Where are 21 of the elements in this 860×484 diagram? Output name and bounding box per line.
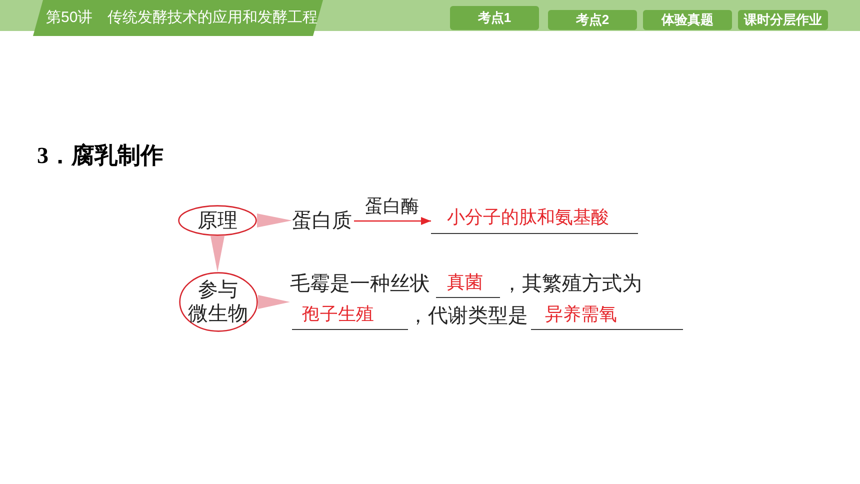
fill-in-line: 小分子的肽和氨基酸 <box>431 204 638 234</box>
arrow <box>354 217 431 225</box>
tab: 考点2 <box>548 10 637 30</box>
fill-in-line: 异养需氧 <box>531 302 683 330</box>
sentence-text: 毛霉是一种丝状 <box>290 272 430 297</box>
fill-in-line: 孢子生殖 <box>292 302 408 330</box>
wedge-connector <box>210 236 224 272</box>
tab: 考点1 <box>450 6 539 30</box>
ellipse-node: 原理 <box>178 205 257 236</box>
heading: 3．腐乳制作 <box>37 142 164 170</box>
tab: 课时分层作业 <box>738 10 828 30</box>
sentence-text: ，其繁殖方式为 <box>502 272 642 297</box>
term-text: 蛋白质 <box>292 207 354 235</box>
fill-in-line: 真菌 <box>436 270 500 298</box>
sentence-text: ，代谢类型是 <box>408 304 528 329</box>
wedge-connector <box>258 295 290 309</box>
ellipse-node: 参与微生物 <box>179 272 258 332</box>
tab: 体验真题 <box>643 10 732 30</box>
title-banner: 第50讲 传统发酵技术的应用和发酵工程 <box>33 0 323 36</box>
wedge-connector <box>257 214 292 228</box>
edge-label: 蛋白酶 <box>364 196 420 216</box>
